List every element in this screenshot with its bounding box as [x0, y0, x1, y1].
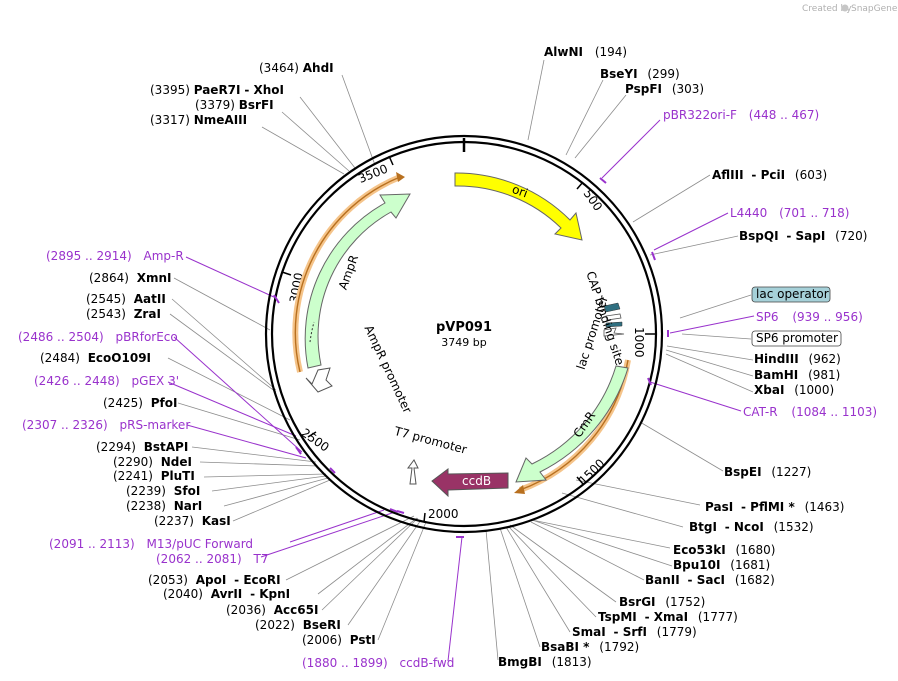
svg-text:(2307 .. 2326) pRS-marker: (2307 .. 2326) pRS-marker: [22, 418, 190, 432]
brand-name: SnapGene: [851, 4, 898, 14]
ori-label: ori: [510, 182, 529, 200]
svg-text:(2543) ZraI: (2543) ZraI: [86, 307, 161, 321]
ampr-dotted: [309, 321, 315, 343]
svg-text:(2237) KasI: (2237) KasI: [154, 514, 231, 528]
svg-text:(2545) AatII: (2545) AatII: [86, 292, 166, 306]
svg-text:BspQI - SapI (720): BspQI - SapI (720): [739, 229, 867, 243]
svg-text:(1880 .. 1899) ccdB-fwd: (1880 .. 1899) ccdB-fwd: [302, 656, 454, 670]
backbone-outer: [264, 134, 664, 534]
plasmid-name: pVP091: [436, 320, 492, 335]
primer-labels: pBR322ori-F (448 .. 467) L4440 (701 .. 7…: [18, 108, 877, 670]
connector-lines: [167, 59, 754, 661]
sp6-promoter-box[interactable]: [751, 330, 842, 347]
svg-text:(2486 .. 2504) pBRforEco: (2486 .. 2504) pBRforEco: [18, 330, 178, 344]
ampr-promoter-label: AmpR promoter: [362, 323, 415, 415]
t7-promoter-label: T7 promoter: [392, 424, 469, 457]
site-name: AhdI: [303, 61, 334, 75]
svg-text:(2006) PstI: (2006) PstI: [302, 633, 376, 647]
svg-text:(2036) Acc65I: (2036) Acc65I: [226, 603, 318, 617]
svg-text:(2091 .. 2113) M13/pUC Forward: (2091 .. 2113) M13/pUC Forward: [49, 537, 253, 551]
svg-text:SP6 (939 .. 956): SP6 (939 .. 956): [756, 310, 863, 324]
svg-text:Bpu10I (1681): Bpu10I (1681): [673, 558, 770, 572]
svg-text:BspEI (1227): BspEI (1227): [724, 465, 811, 479]
svg-text:BtgI - NcoI (1532): BtgI - NcoI (1532): [689, 520, 814, 534]
svg-text:(2022) BseRI: (2022) BseRI: [255, 618, 341, 632]
svg-text:XbaI (1000): XbaI (1000): [754, 383, 834, 397]
cmr-highlight-arrow: [514, 485, 525, 494]
svg-text:BseYI (299): BseYI (299): [600, 67, 680, 81]
enzyme-labels-top-right: AlwNI (194) BseYI (299) PspFI (303) AflI…: [544, 45, 867, 243]
svg-text:(2864) XmnI: (2864) XmnI: [89, 271, 172, 285]
svg-text:BmgBI (1813): BmgBI (1813): [498, 655, 592, 669]
tick-1000: 1000: [632, 327, 646, 358]
svg-text:(2294) BstAPI: (2294) BstAPI: [96, 440, 188, 454]
enzyme-labels-bottom-left: (2006) PstI (2022) BseRI (2036) Acc65I (…: [148, 573, 376, 647]
primer-lines: [167, 119, 755, 662]
svg-text:BsrGI (1752): BsrGI (1752): [619, 595, 705, 609]
sp6-promoter-mark[interactable]: [603, 327, 625, 337]
primer-marks: [273, 177, 669, 538]
svg-text:pBR322ori-F (448 .. 467): pBR322ori-F (448 .. 467): [663, 108, 819, 122]
ori-feature[interactable]: [454, 172, 583, 241]
lac-operator-mark[interactable]: [603, 302, 621, 313]
tick-marks: [281, 155, 655, 523]
svg-text:SmaI - SrfI (1779): SmaI - SrfI (1779): [572, 625, 697, 639]
svg-text:TspMI - XmaI (1777): TspMI - XmaI (1777): [598, 610, 738, 624]
svg-text:(2062 .. 2081) T7: (2062 .. 2081) T7: [156, 552, 269, 566]
brand: Created by SnapGene: [802, 4, 898, 14]
ampr-feature[interactable]: [304, 193, 411, 369]
svg-text:(3395) PaeR7I - XhoI: (3395) PaeR7I - XhoI: [150, 83, 284, 97]
enzyme-labels-bottom-right: PasI - PflMI * (1463) BtgI - NcoI (1532)…: [498, 500, 844, 669]
brand-created-by: Created by: [802, 4, 852, 14]
enzyme-labels-right: HindIII (962) BamHI (981) XbaI (1000) Bs…: [724, 352, 841, 479]
svg-text:AlwNI (194): AlwNI (194): [544, 45, 627, 59]
ampr-promoter-arrow[interactable]: [305, 367, 333, 393]
svg-text:PspFI (303): PspFI (303): [625, 82, 704, 96]
svg-text:(3379) BsrFI: (3379) BsrFI: [195, 98, 274, 112]
svg-text:PasI - PflMI * (1463): PasI - PflMI * (1463): [705, 500, 844, 514]
ccdb-label: ccdB: [462, 474, 491, 488]
snapgene-logo-icon: [841, 4, 849, 12]
svg-text:(2241) PluTI: (2241) PluTI: [113, 469, 195, 483]
enzyme-labels-top-left: (3464) AhdI (3395) PaeR7I - XhoI (3379) …: [150, 61, 334, 127]
svg-text:BanII - SacI (1682): BanII - SacI (1682): [645, 573, 775, 587]
svg-text:(2484) EcoO109I: (2484) EcoO109I: [40, 351, 151, 365]
svg-text:HindIII (962): HindIII (962): [754, 352, 841, 366]
svg-text:(2290) NdeI: (2290) NdeI: [113, 455, 192, 469]
svg-text:(2238) NarI: (2238) NarI: [126, 499, 202, 513]
svg-text:BamHI (981): BamHI (981): [754, 368, 840, 382]
svg-text:AflIII - PciI (603): AflIII - PciI (603): [712, 168, 827, 182]
ampr-highlight-arrow: [396, 172, 405, 182]
lac-operator-line: [679, 294, 752, 319]
svg-text:(2239) SfoI: (2239) SfoI: [126, 484, 200, 498]
svg-text:(3317) NmeAIII: (3317) NmeAIII: [150, 113, 247, 127]
sp6-promoter-box-label: SP6 promoter: [756, 331, 838, 345]
svg-text:(3464) AhdI: (3464) AhdI: [259, 61, 334, 75]
svg-text:(2040) AvrII - KpnI: (2040) AvrII - KpnI: [163, 587, 290, 601]
lac-operator-box[interactable]: [751, 286, 831, 303]
ampr-highlight-line: [294, 176, 401, 373]
lac-operator-box-label: lac operator: [756, 287, 829, 301]
cap-site-mark[interactable]: [605, 313, 622, 321]
enzyme-labels-left: (2237) KasI (2238) NarI (2239) SfoI (224…: [40, 271, 231, 528]
tick-2000: 2000: [428, 507, 459, 521]
ccdb-feature[interactable]: [431, 468, 509, 498]
svg-text:(2426 .. 2448) pGEX 3': (2426 .. 2448) pGEX 3': [34, 374, 179, 388]
cmr-feature[interactable]: [515, 365, 629, 483]
lac-operator-mark-2[interactable]: [605, 321, 623, 328]
t7-promoter-arrow[interactable]: [407, 459, 419, 485]
svg-text:Eco53kI (1680): Eco53kI (1680): [673, 543, 775, 557]
svg-text:(2425) PfoI: (2425) PfoI: [103, 396, 177, 410]
svg-text:(2895 .. 2914) Amp-R: (2895 .. 2914) Amp-R: [46, 249, 184, 263]
svg-text:(2053) ApoI - EcoRI: (2053) ApoI - EcoRI: [148, 573, 281, 587]
site-pos: (3464): [259, 61, 299, 75]
svg-text:BsaBI * (1792): BsaBI * (1792): [541, 640, 639, 654]
sp6-promoter-line: [681, 333, 752, 340]
svg-text:CAT-R (1084 .. 1103): CAT-R (1084 .. 1103): [743, 405, 877, 419]
plasmid-length: 3749 bp: [441, 336, 486, 349]
svg-text:L4440 (701 .. 718): L4440 (701 .. 718): [730, 206, 850, 220]
